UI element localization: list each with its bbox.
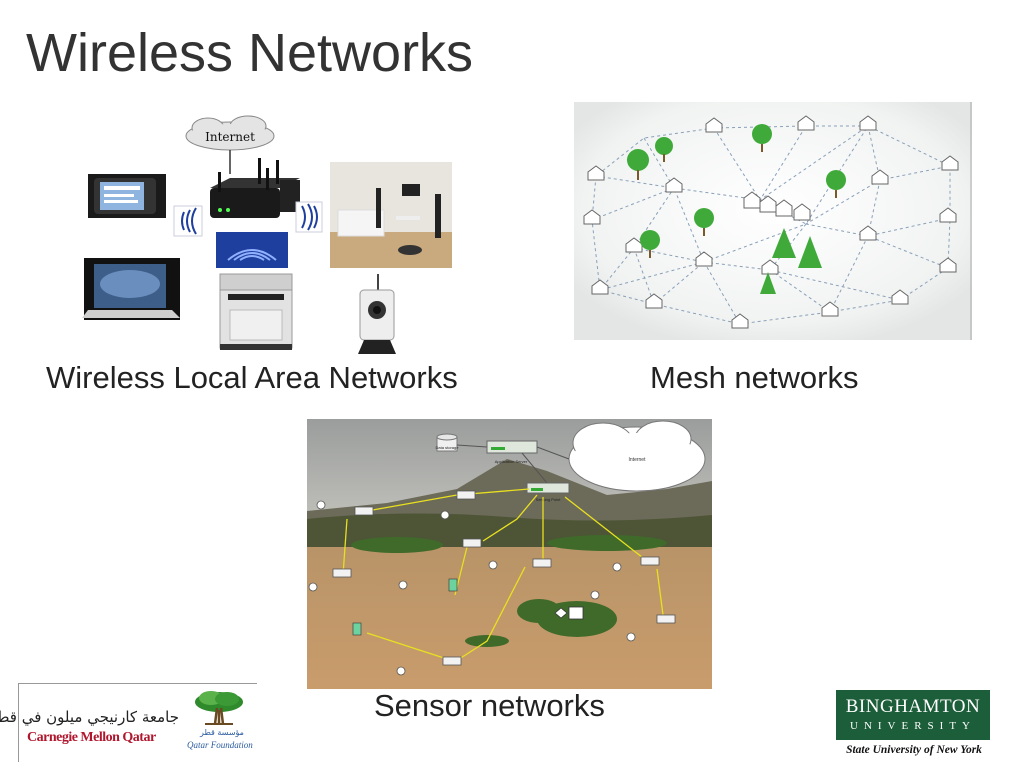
binghamton-wordmark: BINGHAMTON (845, 696, 981, 717)
qf-english-name: Qatar Foundation (187, 740, 253, 750)
cmu-qatar-logo: جامعة كارنيجي ميلون في قطر Carnegie Mell… (0, 683, 257, 762)
wifi-signal-icon (295, 201, 323, 233)
sensor-probe-icons (308, 500, 636, 676)
sensor-network-figure: Internet Data storage Application Server… (307, 419, 712, 689)
wifi-signal-icon (173, 205, 203, 237)
cloud-label: Internet (629, 457, 647, 463)
mesh-network-figure (574, 102, 972, 340)
printer-icon (219, 273, 293, 350)
ip-camera-icon (358, 274, 396, 354)
sensing-gateway-icon: Sensing Point (526, 482, 570, 502)
router-icon (210, 158, 300, 218)
internet-cloud-icon: Internet (568, 420, 706, 492)
wlan-caption: Wireless Local Area Networks (46, 360, 458, 395)
university-wordmark: UNIVERSITY (850, 720, 976, 732)
smartphone-icon (88, 174, 166, 218)
suny-tagline: State University of New York (846, 744, 982, 756)
internet-cloud-icon: Internet (185, 115, 275, 151)
laptop-icon (82, 258, 180, 320)
application-server-label: Application Server (495, 459, 528, 464)
data-storage-icon: Data storage (436, 433, 460, 452)
sensor-caption: Sensor networks (374, 688, 605, 723)
home-theater-photo (330, 162, 452, 268)
field-equipment-icon (554, 606, 584, 620)
gateway-label: Sensing Point (536, 497, 562, 502)
internet-label: Internet (205, 130, 255, 144)
sensor-node-icons (332, 490, 676, 666)
mesh-tree-icons (627, 124, 846, 294)
mesh-house-icons (583, 115, 959, 329)
qf-arabic-name: مؤسسة قطر (200, 728, 244, 737)
handheld-device-icons (352, 578, 458, 636)
wifi-waves-icon (216, 232, 288, 268)
cmu-english-name: Carnegie Mellon Qatar (27, 730, 156, 745)
qatar-foundation-tree-icon (195, 691, 243, 725)
slide-title: Wireless Networks (26, 23, 474, 83)
binghamton-logo: BINGHAMTON UNIVERSITY State University o… (836, 690, 992, 760)
data-storage-label: Data storage (436, 445, 460, 450)
wlan-figure: Internet (82, 115, 452, 354)
mesh-caption: Mesh networks (650, 360, 859, 395)
cmu-arabic-name: جامعة كارنيجي ميلون في قطر (0, 708, 179, 726)
